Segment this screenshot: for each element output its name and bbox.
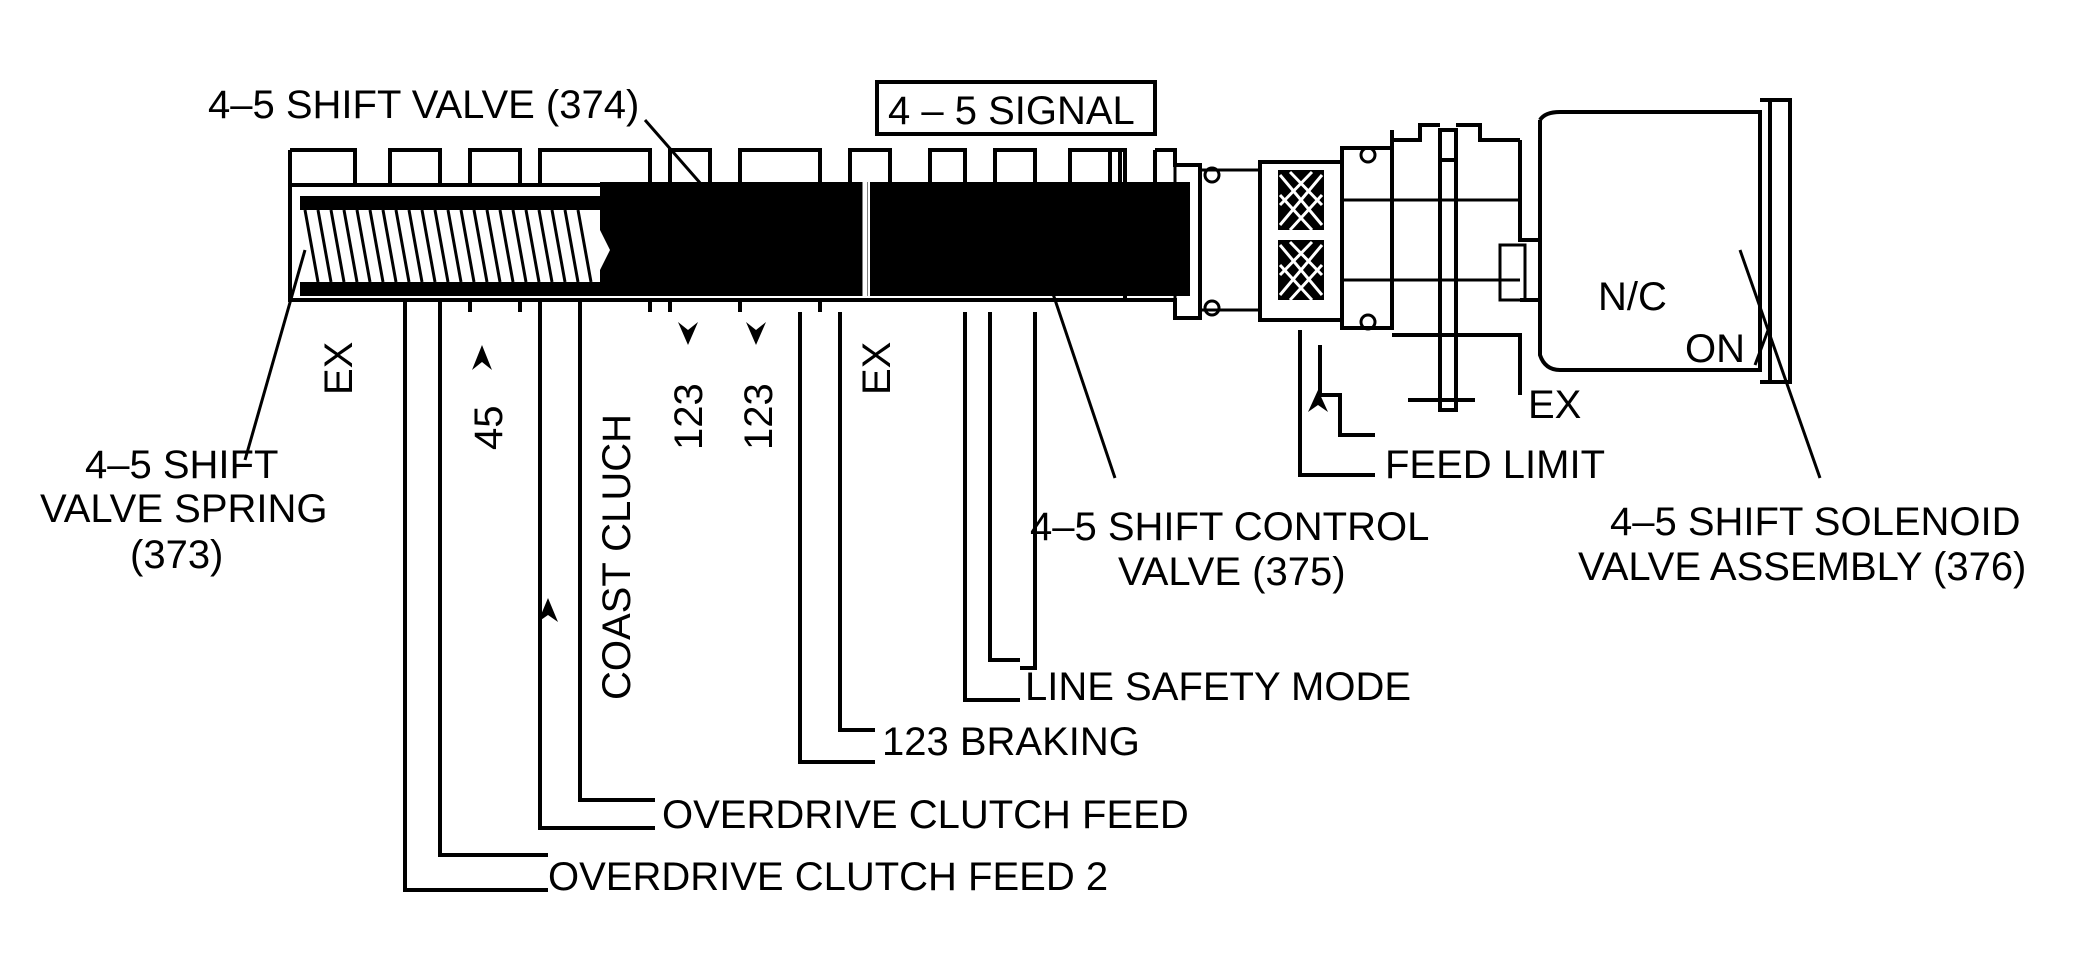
signal-arrow <box>1130 228 1155 252</box>
label-nc: N/C <box>1598 275 1667 319</box>
shift-control-valve <box>862 148 1127 300</box>
label-coast-clutch: COAST CLUCH <box>595 414 639 700</box>
label-overdrive-clutch-feed-2: OVERDRIVE CLUTCH FEED 2 <box>548 855 1108 899</box>
solenoid-valve-assembly <box>1155 98 1792 412</box>
label-123-braking: 123 BRAKING <box>882 720 1140 764</box>
label-spring-1: 4–5 SHIFT <box>85 443 278 487</box>
signal-box <box>875 80 1157 136</box>
label-ex-left: EX <box>317 342 361 395</box>
passage-123-braking <box>798 312 875 764</box>
label-ex-mid: EX <box>855 342 899 395</box>
label-overdrive-clutch-feed: OVERDRIVE CLUTCH FEED <box>662 793 1189 837</box>
label-on: ON <box>1685 327 1745 371</box>
shift-valve-spring <box>300 196 605 296</box>
label-control-valve-2: VALVE (375) <box>1118 550 1346 594</box>
port-123b-arrow <box>746 322 766 345</box>
label-ex-right: EX <box>1528 383 1581 427</box>
label-feed-limit: FEED LIMIT <box>1385 443 1605 487</box>
passage-line-safety-mode <box>963 312 1020 702</box>
label-signal: 4 – 5 SIGNAL <box>888 89 1135 133</box>
label-solenoid-1: 4–5 SHIFT SOLENOID <box>1610 500 2021 544</box>
port-123a-arrow <box>678 322 698 345</box>
label-control-valve-1: 4–5 SHIFT CONTROL <box>1030 505 1429 549</box>
label-port-123a: 123 <box>667 383 711 450</box>
port-45-arrow <box>472 345 492 370</box>
feed-limit-passage <box>1298 330 1375 477</box>
passage-overdrive-clutch-feed <box>538 312 655 830</box>
label-spring-3: (373) <box>130 533 223 577</box>
label-spring-2: VALVE SPRING <box>40 487 328 531</box>
label-line-safety-mode: LINE SAFETY MODE <box>1025 665 1411 709</box>
label-port-45: 45 <box>467 406 511 451</box>
passage-overdrive-clutch-feed-2 <box>403 312 548 892</box>
label-solenoid-2: VALVE ASSEMBLY (376) <box>1578 545 2026 589</box>
label-shift-valve: 4–5 SHIFT VALVE (374) <box>208 83 639 127</box>
label-port-123b: 123 <box>737 383 781 450</box>
